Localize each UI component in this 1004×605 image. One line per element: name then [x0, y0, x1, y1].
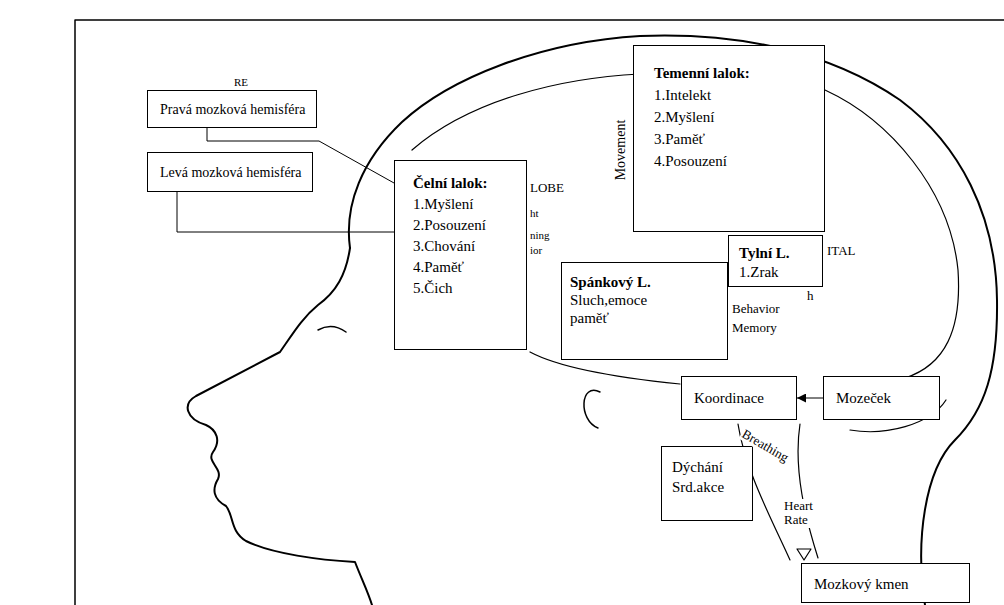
brain-outline: [412, 74, 640, 150]
english-label: ht: [529, 207, 540, 219]
label-box: Pravá mozková hemisféra: [147, 90, 317, 128]
label-box: Koordinace: [681, 376, 797, 420]
box-heading: Temenní lalok:: [654, 62, 750, 84]
label-box: Temenní lalok:1.Intelekt2.Myšlení3.Paměť…: [633, 45, 825, 232]
face-profile: [188, 248, 372, 605]
box-text: Levá mozková hemisféra: [160, 163, 302, 182]
frame-line: [75, 20, 1004, 605]
box-text: 2.Myšlení: [654, 106, 714, 128]
english-label: RE: [233, 76, 249, 88]
label-box: Tylní L.1.Zrak: [728, 235, 823, 287]
label-box: Mozeček: [823, 376, 940, 420]
pointer-triangle: [797, 549, 811, 560]
box-text: 1.Intelekt: [654, 84, 711, 106]
label-box: Spánkový L.Sluch,emoce paměť: [561, 262, 728, 360]
box-text: 4.Paměť: [413, 257, 464, 278]
english-label: ior: [529, 244, 543, 256]
box-text: 1.Myšlení: [413, 194, 473, 215]
english-label: LOBE: [529, 181, 565, 195]
english-label: ning: [529, 229, 551, 241]
english-label: Memory: [731, 321, 778, 335]
label-box: Levá mozková hemisféra: [147, 152, 313, 192]
english-label: h: [806, 289, 815, 303]
box-text: Sluch,emoce paměť: [570, 291, 647, 327]
brainstem-line: [798, 424, 818, 558]
label-box: Čelní lalok:1.Myšlení2.Posouzení3.Chován…: [394, 160, 527, 350]
box-text: Dýchání Srd.akce: [672, 457, 724, 497]
label-box: Dýchání Srd.akce: [661, 446, 753, 521]
box-text: 3.Chování: [413, 236, 475, 257]
brain-outline: [825, 90, 959, 378]
box-text: Koordinace: [694, 389, 764, 407]
box-text: Mozeček: [836, 389, 891, 407]
ear-line: [584, 390, 600, 428]
box-heading: Tylní L.: [739, 244, 790, 263]
box-text: 1.Zrak: [739, 263, 779, 282]
box-text: 2.Posouzení: [413, 215, 486, 236]
connector: [797, 398, 823, 399]
eye-line: [318, 326, 346, 332]
box-text: 4.Posouzení: [654, 150, 727, 172]
skull-outline: [349, 36, 997, 605]
english-label: Behavior: [731, 302, 781, 316]
box-heading: Spánkový L.: [570, 273, 651, 291]
box-text: Mozkový kmen: [814, 575, 909, 593]
english-label: ITAL: [826, 244, 857, 258]
box-text: 3.Paměť: [654, 128, 705, 150]
box-heading: Čelní lalok:: [413, 173, 488, 194]
english-label: Movement: [613, 119, 628, 182]
connector: [177, 192, 394, 232]
box-text: Pravá mozková hemisféra: [160, 100, 305, 119]
label-box: Mozkový kmen: [801, 563, 970, 603]
english-label: Heart Rate: [783, 499, 814, 528]
box-text: 5.Čich: [413, 278, 453, 299]
